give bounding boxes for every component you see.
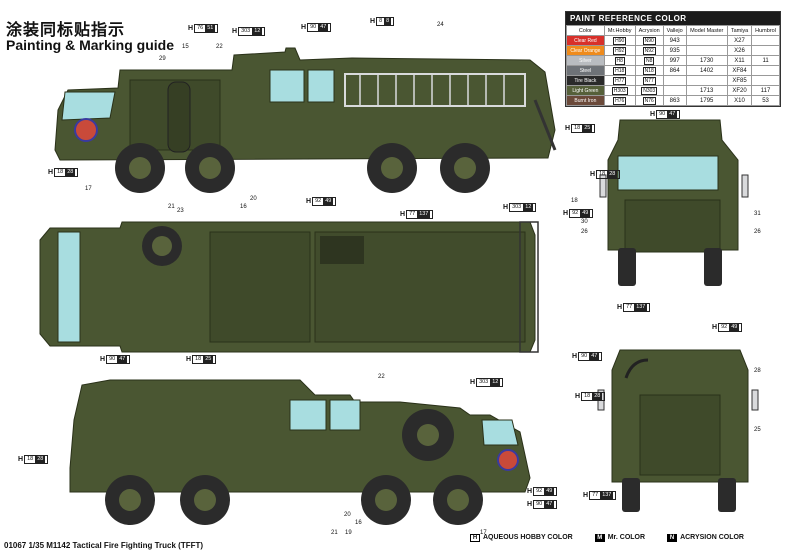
callout-29: 29 <box>159 56 166 62</box>
callout-25: 25 <box>754 427 761 433</box>
callout-16-top: 16 <box>240 204 247 210</box>
paint-code-tamiya: X10 <box>726 95 753 106</box>
callout-31: 31 <box>754 211 761 217</box>
callout-26-right: 26 <box>754 229 761 235</box>
paint-code-acry-value: N8 <box>643 56 655 65</box>
callout-21: 21 <box>168 204 175 210</box>
plan-view <box>39 221 539 353</box>
paint-code-acry: N76 <box>634 95 664 106</box>
callout-26-left: 26 <box>581 229 588 235</box>
paint-color-swatch: Burnt Iron <box>566 95 605 106</box>
paint-code-hobby-value: H76 <box>613 96 627 105</box>
footer-product-title: 01067 1/35 M1142 Tactical Fire Fighting … <box>4 541 204 550</box>
callout-18: 18 <box>571 198 578 204</box>
paint-code-hobby-value: H90 <box>613 36 627 45</box>
callout-16-bottom: 16 <box>355 520 362 526</box>
paint-code-acry-value: N303 <box>641 86 658 95</box>
callout-17-top: 17 <box>85 186 92 192</box>
paint-code-hobby-value: H77 <box>613 76 627 85</box>
callout-22-top: 22 <box>216 44 223 50</box>
side-view-right <box>69 379 531 525</box>
callout-17-bottom: 17 <box>480 530 487 536</box>
paint-code-hobby-value: H92 <box>613 46 627 55</box>
paint-code-hobby-value: H303 <box>611 86 628 95</box>
title-english: Painting & Marking guide <box>6 37 175 53</box>
side-view-left-wheels <box>115 143 490 193</box>
paint-code-acry-value: N76 <box>642 96 656 105</box>
paint-code-acry-value: N90 <box>642 36 656 45</box>
callout-24: 24 <box>437 22 444 28</box>
paint-code-humbrol: 53 <box>751 95 780 106</box>
title-chinese: 涂装同标贴指示 <box>6 22 126 39</box>
callout-22-bottom: 22 <box>378 374 385 380</box>
callout-28: 28 <box>754 368 761 374</box>
paint-code-hobby-value: H8 <box>614 56 625 65</box>
callout-21-bottom: 21 <box>331 530 338 536</box>
callout-23: 23 <box>177 208 184 214</box>
paint-code-acry-value: N77 <box>642 76 656 85</box>
rear-view <box>597 349 759 512</box>
paint-code-mm: 1795 <box>685 95 728 106</box>
callout-19: 19 <box>345 530 352 536</box>
callout-20-bottom: 20 <box>344 512 351 518</box>
paint-code-acry-value: N18 <box>642 66 656 75</box>
callout-20: 20 <box>250 196 257 202</box>
callout-15: 15 <box>182 44 189 50</box>
front-view <box>599 119 749 286</box>
side-view-left <box>54 47 557 193</box>
callout-30: 30 <box>581 219 588 225</box>
side-view-right-wheels <box>105 475 483 525</box>
paint-code-hobby-value: H18 <box>613 66 627 75</box>
paint-table-title: PAINT REFERENCE COLOR <box>566 12 780 25</box>
paint-code-acry-value: N92 <box>642 46 656 55</box>
